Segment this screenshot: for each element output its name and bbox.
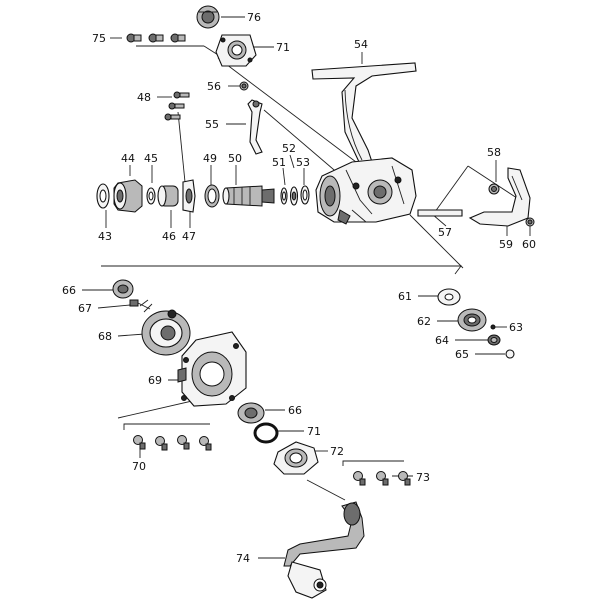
label-73: 73 <box>416 471 430 484</box>
part-43-washer <box>96 183 110 209</box>
part-71-ring <box>253 422 279 444</box>
label-63: 63 <box>509 321 523 334</box>
part-67-spring-shaft <box>129 299 153 313</box>
label-64: 64 <box>435 334 449 347</box>
part-48-screws <box>164 91 190 121</box>
label-66-upper: 66 <box>62 284 76 297</box>
part-70-screws <box>133 435 212 451</box>
part-73-screws <box>353 471 411 486</box>
part-58-screw <box>488 183 500 195</box>
part-75-screws <box>126 33 186 43</box>
label-65: 65 <box>455 348 469 361</box>
part-69-side-plate <box>177 331 247 407</box>
part-57-pin <box>417 209 463 217</box>
label-56: 56 <box>207 80 221 93</box>
label-71-lower: 71 <box>307 425 321 438</box>
label-44: 44 <box>121 152 135 165</box>
label-60: 60 <box>522 238 536 251</box>
label-69: 69 <box>148 374 162 387</box>
label-50: 50 <box>228 152 242 165</box>
part-53-washer <box>300 185 310 205</box>
part-66-bearing-lower <box>237 402 265 424</box>
label-45: 45 <box>144 152 158 165</box>
label-70: 70 <box>132 460 146 473</box>
part-52-washer <box>289 186 299 206</box>
part-72-cap-plate <box>273 441 319 475</box>
part-61-washer <box>437 288 461 306</box>
label-53: 53 <box>296 156 310 169</box>
label-71-top: 71 <box>276 41 290 54</box>
part-46-collar <box>157 185 179 207</box>
part-51-washer <box>280 187 288 205</box>
label-57: 57 <box>438 226 452 239</box>
part-55-bail-arm <box>247 99 263 155</box>
part-71-cover-plate-top <box>215 34 257 67</box>
label-61: 61 <box>398 290 412 303</box>
part-47-bracket <box>182 179 196 213</box>
main-housing-body <box>315 157 417 225</box>
label-43: 43 <box>98 230 112 243</box>
part-74-handle <box>283 501 365 599</box>
label-54: 54 <box>354 38 368 51</box>
part-54-reel-foot-body <box>311 62 417 165</box>
part-63-ball <box>490 324 496 330</box>
part-56-screw <box>239 81 249 91</box>
label-52: 52 <box>282 142 296 155</box>
part-60-screw <box>525 217 535 227</box>
part-66-bearing-upper <box>112 279 134 299</box>
label-75: 75 <box>92 32 106 45</box>
part-49-bearing <box>204 184 220 208</box>
label-62: 62 <box>417 315 431 328</box>
label-48: 48 <box>137 91 151 104</box>
label-46: 46 <box>162 230 176 243</box>
label-76: 76 <box>247 11 261 24</box>
label-74: 74 <box>236 552 250 565</box>
part-62-gear-knob <box>457 308 487 332</box>
part-44-knob-nut <box>113 179 143 213</box>
part-50-pinion-shaft <box>222 185 275 207</box>
label-55: 55 <box>205 118 219 131</box>
label-49: 49 <box>203 152 217 165</box>
label-47: 47 <box>182 230 196 243</box>
label-59: 59 <box>499 238 513 251</box>
part-45-washer <box>146 187 156 205</box>
part-76-rotor-nut <box>196 5 220 29</box>
label-72: 72 <box>330 445 344 458</box>
label-51: 51 <box>272 156 286 169</box>
label-58: 58 <box>487 146 501 159</box>
part-68-drive-gear <box>141 309 191 356</box>
label-67: 67 <box>78 302 92 315</box>
part-64-bearing-small <box>487 334 501 346</box>
label-68: 68 <box>98 330 112 343</box>
label-66-lower: 66 <box>288 404 302 417</box>
part-59-rotor-arm <box>468 167 531 227</box>
callout-labels: 76 75 71 54 56 48 55 44 45 49 50 51 52 5… <box>62 11 536 565</box>
part-65-cap <box>505 349 515 359</box>
